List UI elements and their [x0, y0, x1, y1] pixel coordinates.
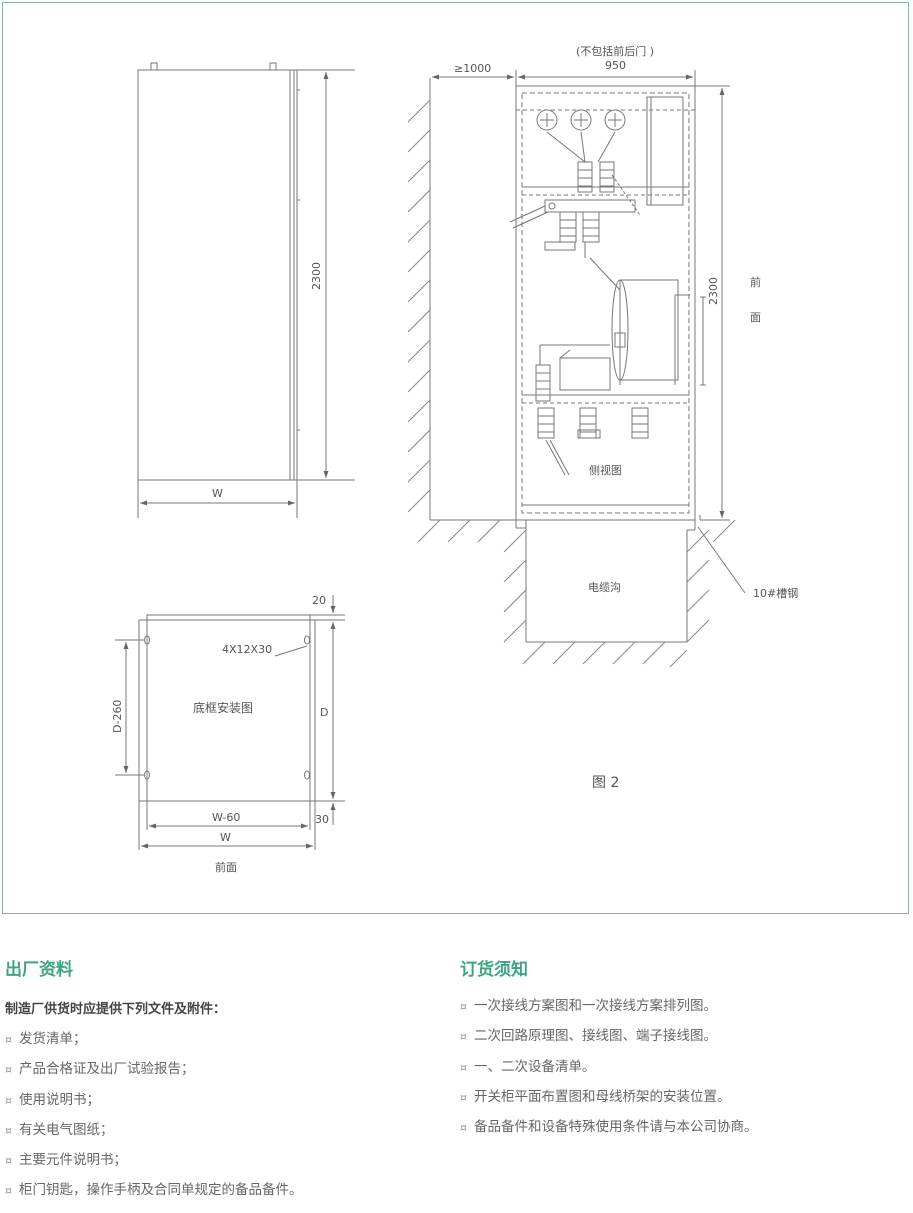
bullet-icon: ¤: [5, 1154, 12, 1168]
cable-trench-label: 电缆沟: [588, 581, 621, 594]
list-item-text: 使用说明书；: [19, 1091, 100, 1108]
bullet-icon: ¤: [5, 1063, 12, 1077]
side-view-height-label: 2300: [707, 277, 720, 305]
bullet-icon: ¤: [460, 1090, 467, 1104]
bullet-icon: ¤: [5, 1184, 12, 1198]
side-view-front-label-1: 前: [750, 275, 761, 289]
base-frame-front-label: 前面: [215, 860, 237, 874]
channel-steel-label: 10#槽钢: [753, 587, 798, 600]
list-item-text: 一次接线方案图和一次接线方案排列图。: [474, 998, 717, 1014]
factory-docs-list: ¤ 发货清单； ¤ 产品合格证及出厂试验报告； ¤ 使用说明书； ¤ 有关电气图纸； ¤…: [5, 1031, 445, 1213]
side-view: [429, 70, 746, 643]
bullet-icon: ¤: [5, 1093, 12, 1107]
factory-docs-title: 出厂资料: [5, 960, 73, 980]
side-view-clearance: ≥1000: [454, 62, 491, 75]
bullet-icon: ¤: [460, 1000, 467, 1013]
list-item-text: 有关电气图纸；: [19, 1121, 114, 1138]
list-item-text: 备品备件和设备特殊使用条件请与本公司协商。: [474, 1119, 758, 1136]
factory-docs-section: 出厂资料 制造厂供货时应提供下列文件及附件： ¤ 发货清单； ¤ 产品合格证及出厂试…: [5, 955, 445, 1213]
list-item-text: 主要元件说明书；: [19, 1152, 127, 1169]
list-item: ¤ 开关柜平面布置图和母线桥架的安装位置。: [460, 1089, 905, 1119]
list-item: ¤ 一次接线方案图和一次接线方案排列图。: [460, 998, 905, 1028]
wall-hatching: [407, 99, 736, 668]
base-frame-dim-inner-depth: D-260: [111, 700, 124, 733]
list-item: ¤ 使用说明书；: [5, 1092, 445, 1122]
ordering-title: 订货须知: [460, 960, 528, 980]
list-item: ¤ 主要元件说明书；: [5, 1152, 445, 1182]
side-view-caption: 侧视图: [589, 463, 622, 477]
base-frame-hole-label: 4X12X30: [222, 643, 272, 656]
bullet-icon: ¤: [5, 1123, 12, 1137]
list-item-text: 开关柜平面布置图和母线桥架的安装位置。: [474, 1088, 731, 1105]
ordering-section: 订货须知 ¤ 一次接线方案图和一次接线方案排列图。 ¤ 二次回路原理图、接线图、端子…: [460, 955, 905, 1149]
ordering-list: ¤一次接线方案图和一次接线方案排列图。 ¤二次回路原理图、接线图、端子接线图。 …: [460, 998, 905, 1149]
base-frame-caption: 底框安装图: [193, 700, 253, 715]
technical-drawing: 2300 W 底框安装图 4X12X30 20 30 D D-: [111, 44, 798, 874]
side-view-depth-value: 950: [605, 59, 626, 72]
list-item: ¤ 一、二次设备清单。: [460, 1059, 905, 1089]
list-item: ¤ 有关电气图纸；: [5, 1122, 445, 1152]
figure-frame: [2, 2, 909, 914]
bullet-icon: ¤: [5, 1033, 12, 1046]
front-view-width-label: W: [212, 487, 223, 500]
figure-caption: 图 2: [592, 775, 619, 791]
list-item-text: 柜门钥匙，操作手柄及合同单规定的备品备件。: [19, 1182, 303, 1199]
base-frame-dim-top: 20: [312, 594, 326, 607]
factory-docs-subtitle: 制造厂供货时应提供下列文件及附件：: [5, 1002, 227, 1017]
list-item-text: 发货清单；: [19, 1031, 87, 1047]
base-frame-drawing: [115, 595, 345, 850]
front-view: [137, 62, 355, 518]
list-item: ¤ 产品合格证及出厂试验报告；: [5, 1061, 445, 1091]
list-item-text: 产品合格证及出厂试验报告；: [19, 1061, 195, 1078]
list-item: ¤ 二次回路原理图、接线图、端子接线图。: [460, 1028, 905, 1058]
bullet-icon: ¤: [460, 1030, 467, 1044]
side-view-note-top: (不包括前后门 ): [576, 44, 654, 58]
list-item: ¤ 备品备件和设备特殊使用条件请与本公司协商。: [460, 1119, 905, 1149]
list-item: ¤ 发货清单；: [5, 1031, 445, 1061]
list-item-text: 一、二次设备清单。: [474, 1058, 596, 1075]
base-frame-dim-inner-width: W-60: [212, 811, 240, 824]
base-frame-dim-bottom: 30: [315, 813, 329, 826]
list-item-text: 二次回路原理图、接线图、端子接线图。: [474, 1028, 717, 1045]
front-view-height-label: 2300: [310, 262, 323, 290]
bullet-icon: ¤: [460, 1060, 467, 1074]
list-item: ¤ 柜门钥匙，操作手柄及合同单规定的备品备件。: [5, 1182, 445, 1212]
side-view-front-label-2: 面: [750, 311, 761, 324]
bullet-icon: ¤: [460, 1121, 467, 1135]
base-frame-dim-width: W: [220, 831, 231, 844]
base-frame-dim-depth: D: [320, 706, 328, 719]
